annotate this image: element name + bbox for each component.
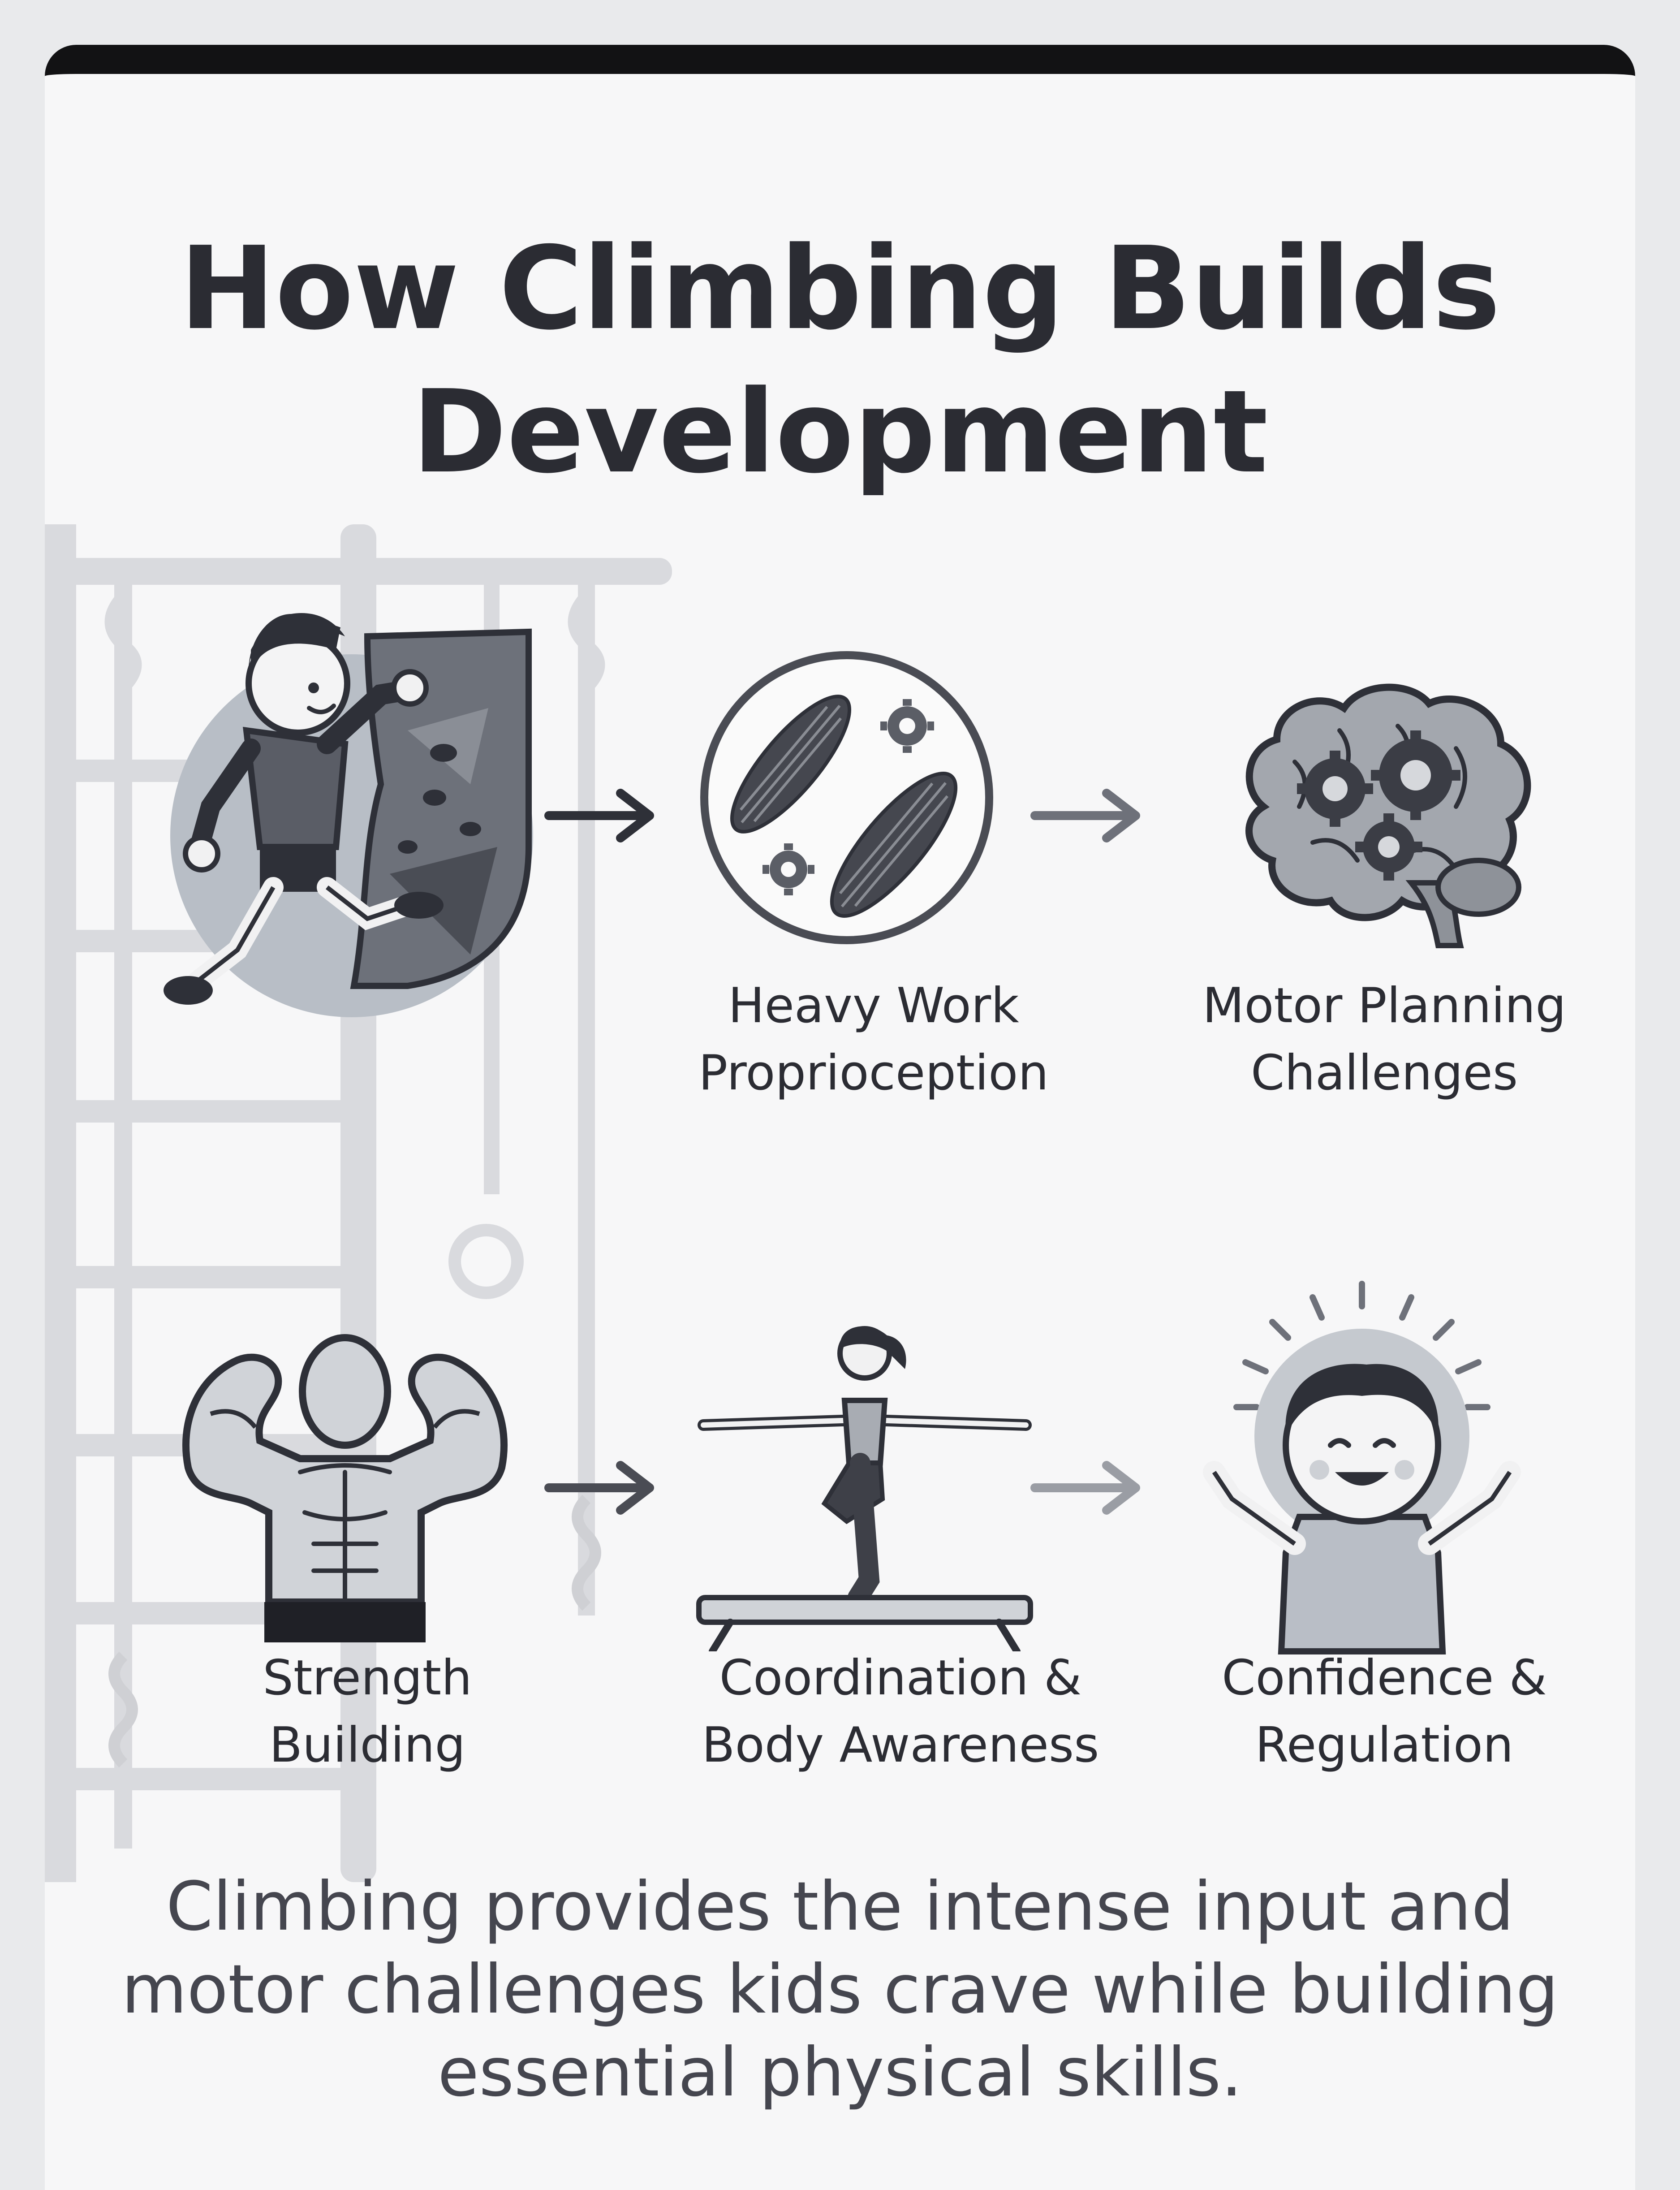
- caption-line: motor challenges kids crave while buildi…: [121, 1951, 1559, 2029]
- step-label-line: Confidence &: [1222, 1650, 1547, 1706]
- step-label-coordination: Coordination & Body Awareness: [654, 1645, 1147, 1779]
- caption-line: Climbing provides the intense input and: [166, 1868, 1514, 1946]
- step-label-line: Challenges: [1250, 1045, 1518, 1101]
- arrow-right-icon: [544, 1461, 654, 1515]
- arrow-right-icon: [544, 789, 654, 842]
- step-label-line: Regulation: [1255, 1717, 1514, 1773]
- step-label-line: Coordination &: [719, 1650, 1082, 1706]
- step-label-line: Body Awareness: [702, 1717, 1099, 1773]
- brain-gears-icon: [1245, 683, 1531, 948]
- title-line-2: Development: [412, 366, 1268, 499]
- step-label-line: Strength: [263, 1650, 472, 1706]
- step-label-line: Proprioception: [698, 1045, 1049, 1101]
- step-label-strength: Strength Building: [143, 1645, 591, 1779]
- title-line-1: How Climbing Builds: [179, 222, 1501, 355]
- flexing-muscles-icon: [182, 1334, 508, 1642]
- balance-beam-icon: [696, 1326, 1033, 1651]
- summary-caption: Climbing provides the intense input and …: [45, 1866, 1635, 2114]
- caption-line: essential physical skills.: [437, 2034, 1243, 2112]
- step-label-line: Motor Planning: [1202, 978, 1566, 1034]
- step-label-confidence: Confidence & Regulation: [1156, 1645, 1613, 1779]
- step-label-motor-planning: Motor Planning Challenges: [1156, 972, 1613, 1107]
- infographic-card: How Climbing Builds Development: [45, 45, 1635, 2190]
- arrow-right-icon: [1030, 789, 1140, 842]
- step-label-heavy-work: Heavy Work Proprioception: [654, 972, 1093, 1107]
- page-title: How Climbing Builds Development: [45, 217, 1635, 504]
- arrow-right-icon: [1030, 1461, 1140, 1515]
- step-label-line: Building: [269, 1717, 466, 1773]
- child-climbing-wall-icon: [164, 613, 533, 1017]
- step-label-line: Heavy Work: [728, 978, 1019, 1034]
- happy-child-icon: [1203, 1281, 1521, 1654]
- muscles-gears-icon: [700, 651, 993, 944]
